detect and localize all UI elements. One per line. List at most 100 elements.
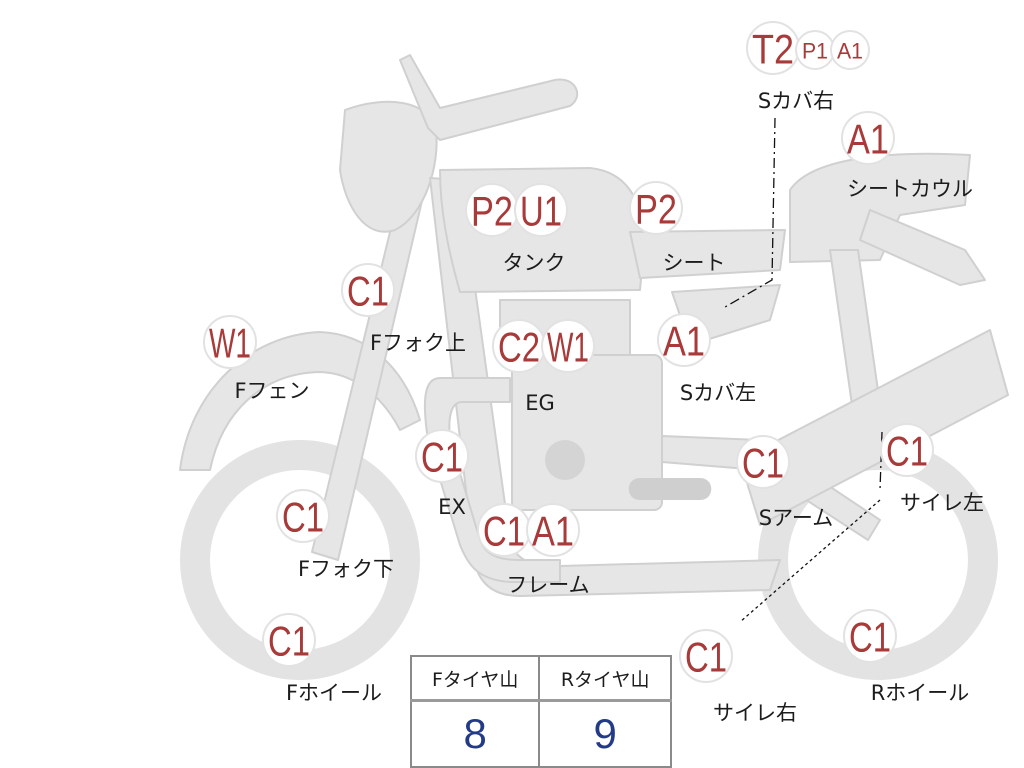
part-label-tank: タンク: [503, 251, 566, 275]
badge-code: P2: [635, 186, 677, 233]
part-label-exhaust: EX: [438, 495, 466, 519]
part-label-rwheel: Rホイール: [871, 681, 970, 705]
badge-engine-1: W1: [541, 319, 595, 373]
tire-tread-value-row: 8 9: [409, 699, 672, 768]
leader-line-muffler-right: [739, 499, 881, 623]
badge-t2-1: P1: [795, 30, 835, 70]
badge-code: C1: [347, 268, 389, 315]
badge-code: W1: [209, 320, 251, 367]
part-label-muffler-left: サイレ左: [900, 491, 984, 515]
part-label-ffender: Fフェン: [234, 379, 309, 403]
part-label-scover-left: Sカバ左: [680, 381, 756, 405]
part-label-engine: EG: [525, 391, 555, 415]
badge-circle: [341, 263, 395, 317]
badge-code: C1: [421, 434, 463, 481]
tire-tread-header-row: Fタイヤ山 Rタイヤ山: [409, 655, 672, 702]
badge-circle: [843, 609, 897, 663]
badge-ffork-upper-0: C1: [341, 263, 395, 317]
badge-seatcowl-0: A1: [841, 111, 895, 165]
part-label-frame: フレーム: [506, 573, 589, 597]
badge-code: T2: [752, 26, 794, 73]
badge-code: C1: [483, 508, 525, 555]
badge-code: A1: [532, 508, 574, 555]
exhaust-pipe-shape: [423, 377, 561, 583]
badge-circle: [629, 181, 683, 235]
badge-ffork-lower-0: C1: [276, 489, 330, 543]
part-label-seatcowl: シートカウル: [847, 177, 973, 201]
badge-circle: [880, 423, 934, 477]
badge-circle: [541, 319, 595, 373]
badge-circle: [262, 613, 316, 667]
part-label-muffler-right: サイレ右: [713, 701, 797, 725]
badge-scover-left-0: A1: [657, 313, 711, 367]
badge-code: C1: [886, 428, 928, 475]
badge-rwheel-0: C1: [843, 609, 897, 663]
front-tire-tread-header: Fタイヤ山: [409, 655, 541, 702]
engine-cover-shape: [545, 440, 585, 480]
badge-circle: [657, 313, 711, 367]
part-label-seat: シート: [663, 251, 726, 275]
badge-code: U1: [520, 188, 562, 235]
headlight-shape: [339, 100, 438, 233]
muffler-shape: [739, 329, 1009, 526]
badge-circle: [830, 30, 870, 70]
badge-frame-0: C1: [477, 503, 531, 557]
badge-engine-0: C2: [492, 319, 546, 373]
badge-circle: [526, 503, 580, 557]
badge-circle: [276, 489, 330, 543]
part-seat: P2 シート: [629, 181, 726, 275]
badge-t2-0: T2: [746, 21, 800, 75]
part-label-fwheel: Fホイール: [286, 681, 382, 705]
badge-ffender-0: W1: [203, 315, 257, 369]
foot-peg-shape: [628, 478, 712, 500]
part-muffler-left: C1 サイレ左: [880, 423, 984, 515]
subframe-shape: [859, 209, 986, 286]
part-label-t2: Sカバ右: [758, 89, 834, 113]
seat-shape: [629, 229, 786, 279]
badge-code: C1: [282, 494, 324, 541]
badge-code: P2: [471, 188, 513, 235]
badge-code: A1: [847, 116, 889, 163]
part-label-ffork-lower: Fフォク下: [298, 557, 394, 581]
badge-circle: [841, 111, 895, 165]
badge-code: A1: [837, 39, 863, 64]
badge-code: W1: [547, 324, 589, 371]
badge-fwheel-0: C1: [262, 613, 316, 667]
part-seatcowl: A1 シートカウル: [841, 111, 973, 201]
badge-code: C2: [498, 324, 540, 371]
badge-circle: [514, 183, 568, 237]
badge-circle: [679, 629, 733, 683]
badge-frame-1: A1: [526, 503, 580, 557]
badge-tank-1: U1: [514, 183, 568, 237]
rear-tire-tread-value: 9: [538, 699, 672, 768]
badge-code: C1: [268, 618, 310, 665]
badge-code: P1: [802, 39, 828, 64]
part-muffler-right: C1 サイレ右: [679, 629, 797, 725]
badge-t2-2: A1: [830, 30, 870, 70]
badge-exhaust-0: C1: [415, 429, 469, 483]
badge-swingarm-0: C1: [736, 435, 790, 489]
badge-circle: [203, 315, 257, 369]
rear-tire-tread-header: Rタイヤ山: [538, 655, 672, 702]
leader-line-scover-right: [724, 117, 776, 308]
badge-muffler-right-0: C1: [679, 629, 733, 683]
badge-code: C1: [742, 440, 784, 487]
badge-circle: [736, 435, 790, 489]
part-label-ffork-upper: Fフォク上: [370, 331, 466, 355]
badge-code: A1: [663, 318, 705, 365]
handlebar-shape: [399, 54, 579, 141]
badge-seat-0: P2: [629, 181, 683, 235]
